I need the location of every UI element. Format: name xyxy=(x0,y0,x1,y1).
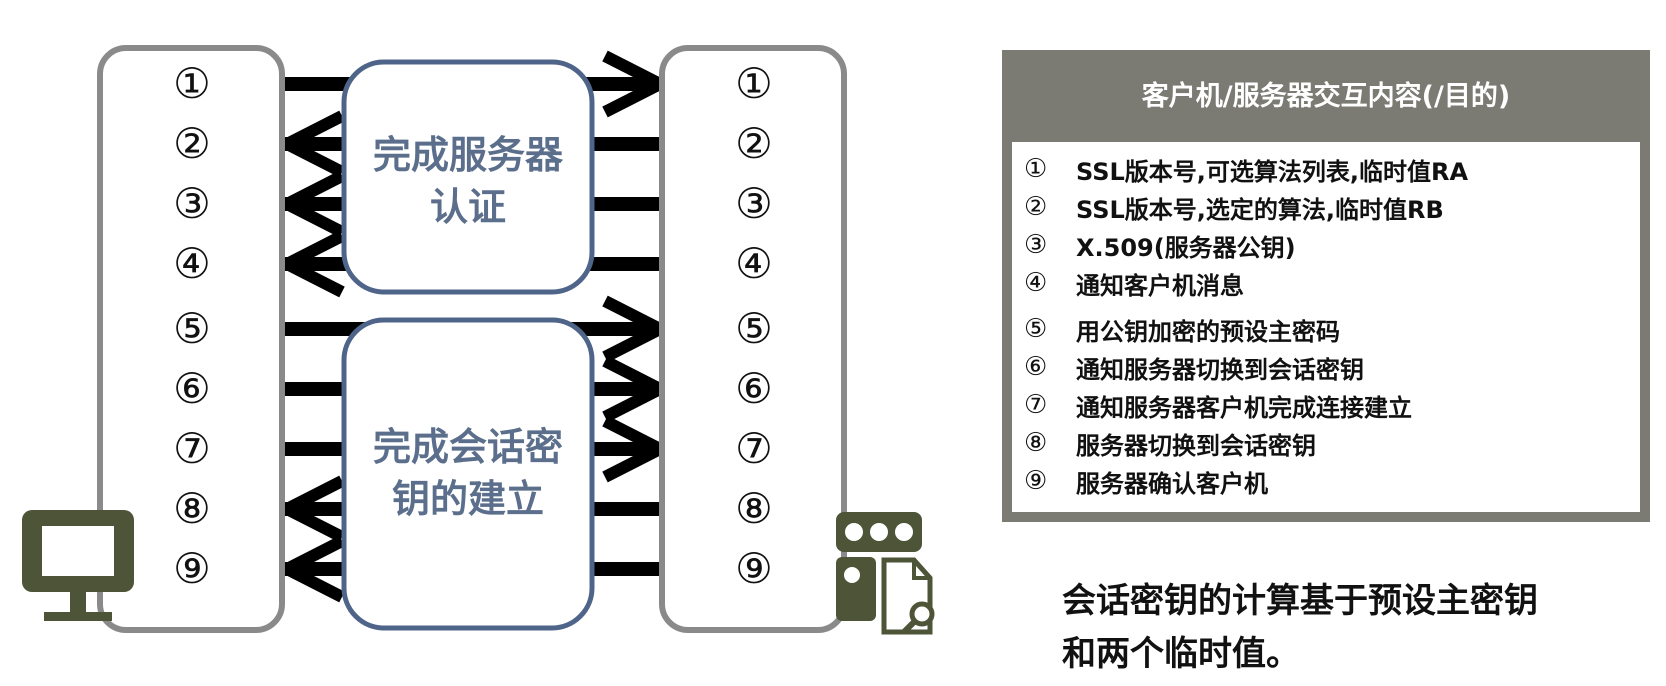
legend-item-number: ⑦ xyxy=(1024,390,1048,420)
legend-item-text: 服务器切换到会话密钥 xyxy=(1076,431,1316,460)
legend-item-number: ⑨ xyxy=(1024,466,1048,496)
legend-item-number: ③ xyxy=(1024,230,1048,260)
session-key-note: 会话密钥的计算基于预设主密钥 和两个临时值。 xyxy=(1062,575,1662,681)
legend-item-text: 用公钥加密的预设主密码 xyxy=(1076,317,1340,346)
phase-box-session-key xyxy=(341,317,595,631)
server-step-8: ⑧ xyxy=(735,484,773,533)
legend-item-number: ① xyxy=(1024,154,1048,184)
server-step-3: ③ xyxy=(735,179,773,228)
legend-item-text: SSL版本号,选定的算法,临时值RB xyxy=(1076,195,1444,224)
legend-item-6: ⑥ 通知服务器切换到会话密钥 xyxy=(1024,348,1640,386)
legend-item-4: ④ 通知客户机消息 xyxy=(1024,264,1640,302)
server-step-2: ② xyxy=(735,119,773,168)
legend-item-1: ① SSL版本号,可选算法列表,临时值RA xyxy=(1024,150,1640,188)
legend-item-7: ⑦ 通知服务器客户机完成连接建立 xyxy=(1024,386,1640,424)
client-step-1: ① xyxy=(173,59,211,108)
legend-item-text: X.509(服务器公钥) xyxy=(1076,233,1296,262)
ssl-handshake-diagram: 完成服务器 认证 完成会话密 钥的建立 ① ② ③ ④ ⑤ ⑥ ⑦ ⑧ ⑨ ① ② ③ ④ ⑤ ⑥ ⑦ ⑧ ⑨ xyxy=(22,45,935,635)
note-line-1: 会话密钥的计算基于预设主密钥 xyxy=(1062,581,1538,621)
legend-item-9: ⑨ 服务器确认客户机 xyxy=(1024,462,1640,500)
legend-item-8: ⑧ 服务器切换到会话密钥 xyxy=(1024,424,1640,462)
server-step-6: ⑥ xyxy=(735,364,773,413)
server-step-numbers: ① ② ③ ④ ⑤ ⑥ ⑦ ⑧ ⑨ xyxy=(735,59,773,593)
legend-item-text: 通知客户机消息 xyxy=(1076,271,1244,300)
legend-item-text: 服务器确认客户机 xyxy=(1076,469,1268,498)
legend-item-number: ⑤ xyxy=(1024,314,1048,344)
phase-auth-line-1: 完成服务器 xyxy=(373,133,564,177)
client-step-4: ④ xyxy=(173,239,211,288)
server-step-9: ⑨ xyxy=(735,544,773,593)
legend-item-text: SSL版本号,可选算法列表,临时值RA xyxy=(1076,157,1469,186)
legend-panel: 客户机/服务器交互内容(/目的) ① SSL版本号,可选算法列表,临时值RA ② SS… xyxy=(1002,50,1650,522)
phase-auth-line-2: 认证 xyxy=(430,185,506,229)
client-step-5: ⑤ xyxy=(173,304,211,353)
server-step-5: ⑤ xyxy=(735,304,773,353)
client-step-3: ③ xyxy=(173,179,211,228)
legend-item-number: ④ xyxy=(1024,268,1048,298)
legend-item-text: 通知服务器客户机完成连接建立 xyxy=(1076,393,1412,422)
legend-item-text: 通知服务器切换到会话密钥 xyxy=(1076,355,1364,384)
server-step-4: ④ xyxy=(735,239,773,288)
legend-item-5: ⑤ 用公钥加密的预设主密码 xyxy=(1024,310,1640,348)
client-step-8: ⑧ xyxy=(173,484,211,533)
computer-monitor-icon xyxy=(22,510,134,621)
client-step-6: ⑥ xyxy=(173,364,211,413)
legend-item-3: ③ X.509(服务器公钥) xyxy=(1024,226,1640,264)
client-step-9: ⑨ xyxy=(173,544,211,593)
legend-item-2: ② SSL版本号,选定的算法,临时值RB xyxy=(1024,188,1640,226)
phase-box-server-auth xyxy=(341,59,595,295)
server-document-search-icon xyxy=(836,512,935,635)
legend-item-number: ② xyxy=(1024,192,1048,222)
client-step-7: ⑦ xyxy=(173,424,211,473)
server-step-7: ⑦ xyxy=(735,424,773,473)
client-step-2: ② xyxy=(173,119,211,168)
server-panel xyxy=(659,45,847,633)
client-panel xyxy=(97,45,285,633)
phase-session-line-1: 完成会话密 xyxy=(373,425,563,469)
server-step-1: ① xyxy=(735,59,773,108)
legend-title: 客户机/服务器交互内容(/目的) xyxy=(1141,81,1511,112)
legend-item-number: ⑥ xyxy=(1024,352,1048,382)
phase-session-line-2: 钥的建立 xyxy=(392,477,544,521)
client-step-numbers: ① ② ③ ④ ⑤ ⑥ ⑦ ⑧ ⑨ xyxy=(173,59,211,593)
legend-item-number: ⑧ xyxy=(1024,428,1048,458)
note-line-2: 和两个临时值。 xyxy=(1062,634,1300,674)
